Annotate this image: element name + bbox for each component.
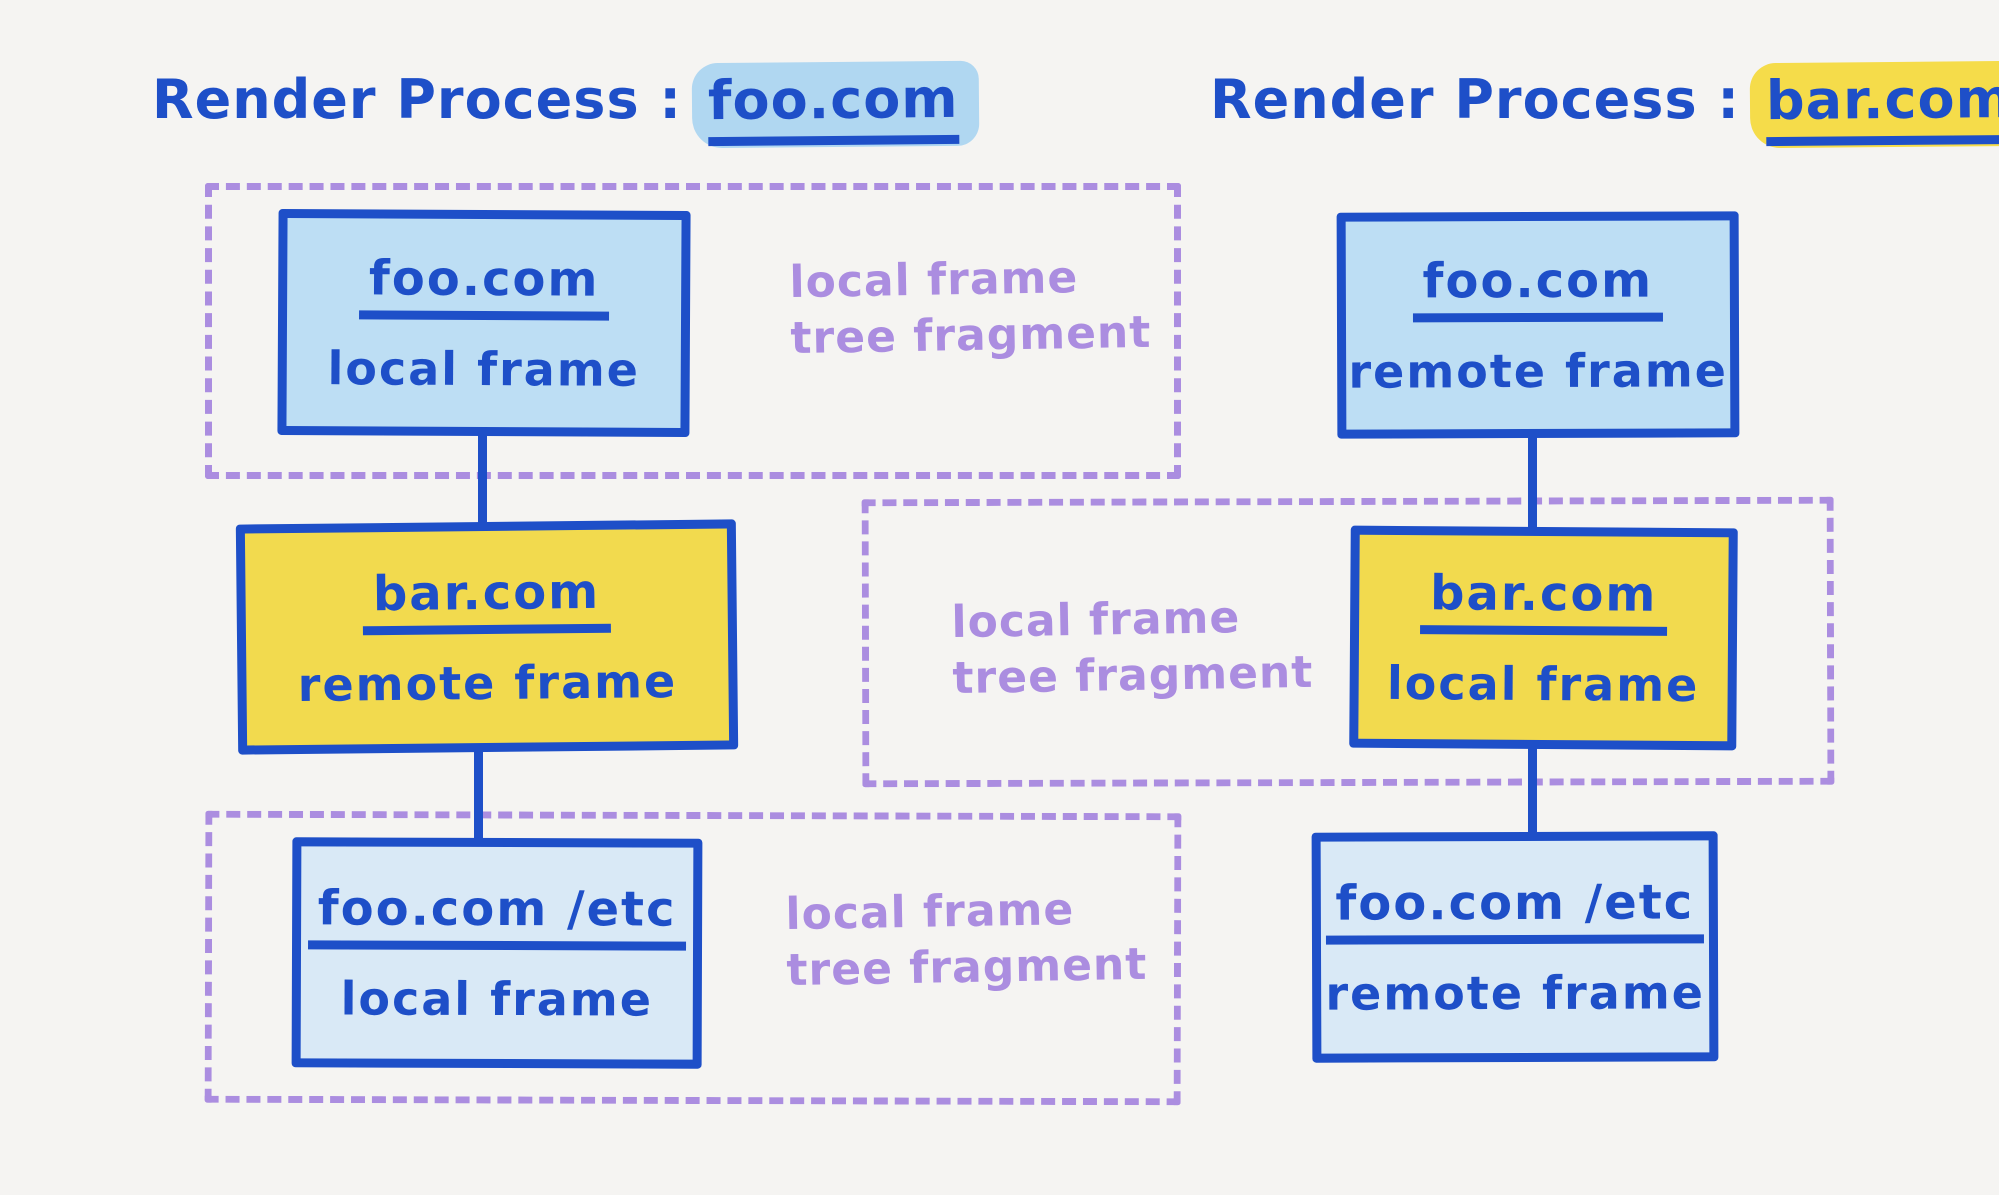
title-domain-bar: bar.com <box>1765 66 1999 147</box>
frame-node-left-top: foo.com local frame <box>277 208 691 438</box>
fragment-label-line2: tree fragment <box>790 307 1152 365</box>
node-domain: bar.com <box>362 563 611 635</box>
node-domain: foo.com /etc <box>307 880 687 951</box>
node-domain: foo.com /etc <box>1325 874 1705 945</box>
fragment-label-line1: local frame <box>785 884 1075 941</box>
render-process-label: Render Process : <box>152 68 682 131</box>
node-domain: bar.com <box>1419 565 1668 636</box>
frame-node-left-middle: bar.com remote frame <box>235 519 739 755</box>
connector-line <box>1528 743 1537 836</box>
fragment-label-line2: tree fragment <box>786 939 1148 997</box>
fragment-box-left-top <box>205 183 1181 479</box>
render-process-title-left: Render Process : foo.com <box>152 60 979 149</box>
foo-com-highlight: foo.com <box>691 60 979 149</box>
node-kind: local frame <box>1386 655 1700 712</box>
render-process-title-right: Render Process : bar.com <box>1210 60 1999 149</box>
fragment-label-line2: tree fragment <box>952 647 1314 705</box>
fragment-label-line1: local frame <box>789 252 1079 309</box>
node-kind: local frame <box>327 340 641 397</box>
frame-node-left-bottom: foo.com /etc local frame <box>291 837 703 1069</box>
render-process-label: Render Process : <box>1210 68 1740 131</box>
connector-line <box>478 430 487 526</box>
node-kind: remote frame <box>1325 964 1706 1021</box>
connector-line <box>474 746 483 842</box>
node-domain: foo.com <box>1412 252 1664 322</box>
title-domain-foo: foo.com <box>707 66 959 147</box>
fragment-label-line1: local frame <box>951 592 1241 649</box>
fragment-label-left-top: local frame tree fragment <box>789 249 1152 368</box>
node-kind: remote frame <box>1348 342 1729 399</box>
node-kind: remote frame <box>297 653 678 712</box>
node-domain: foo.com <box>358 250 610 321</box>
bar-com-highlight: bar.com <box>1749 60 1999 149</box>
node-kind: local frame <box>340 970 654 1027</box>
frame-node-right-bottom: foo.com /etc remote frame <box>1311 831 1719 1063</box>
fragment-label-right-middle: local frame tree fragment <box>951 589 1314 708</box>
fragment-label-left-bottom: local frame tree fragment <box>785 881 1148 1000</box>
connector-line <box>1528 432 1537 531</box>
frame-node-right-top: foo.com remote frame <box>1336 211 1740 439</box>
frame-node-right-middle: bar.com local frame <box>1349 525 1738 751</box>
